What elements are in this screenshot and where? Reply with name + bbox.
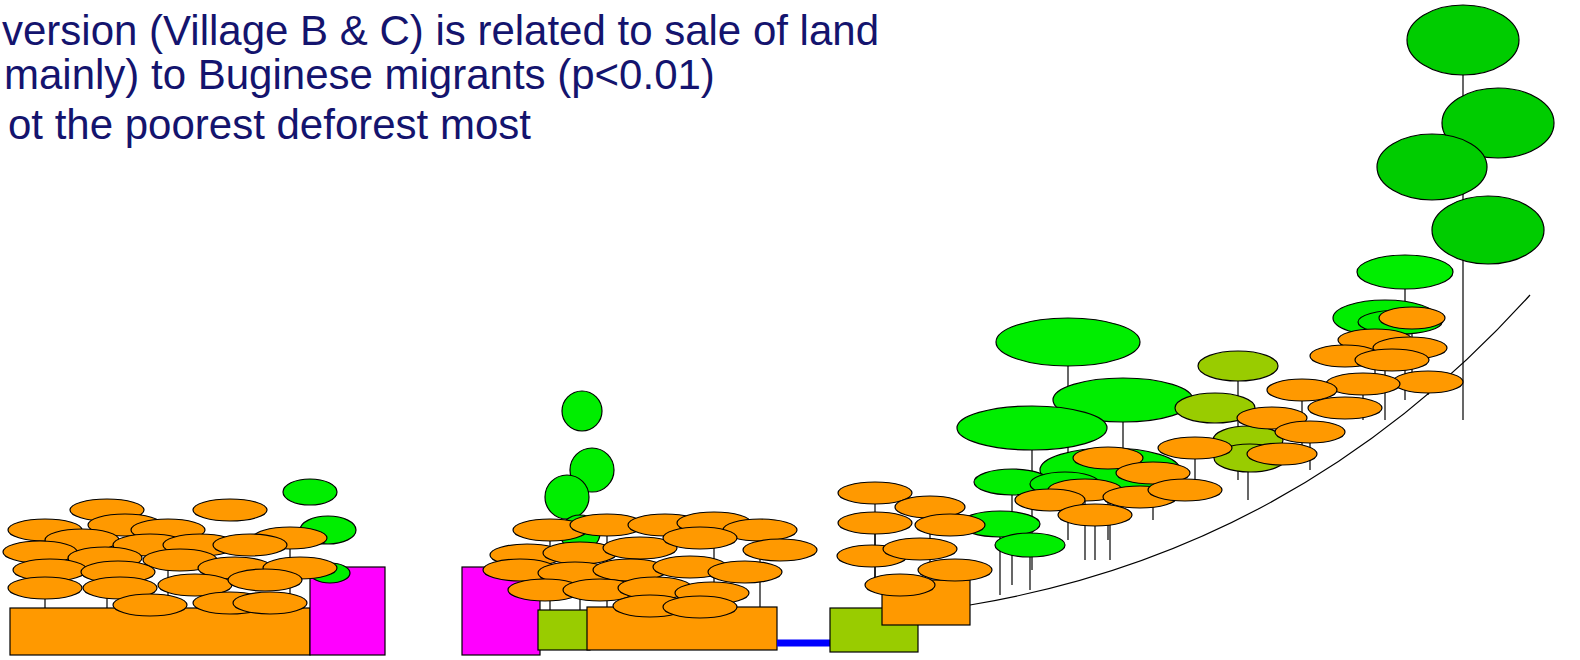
oil-palm-crown: [1355, 349, 1429, 371]
forest-tree-crown: [1198, 351, 1278, 381]
oil-palm-crown: [113, 594, 187, 616]
oil-palm-crown: [708, 561, 782, 583]
oil-palm-crown: [1379, 307, 1445, 329]
oil-palm-crown: [865, 574, 935, 596]
forest-tree-crown: [562, 391, 602, 431]
oil-palm-crown: [1267, 379, 1337, 401]
oil-palm-crown: [1275, 421, 1345, 443]
forest-tree-crown: [1377, 134, 1487, 200]
forest-tree-crown: [1357, 255, 1453, 289]
oil-palm-crown: [883, 538, 957, 560]
oil-palm-crown: [1058, 504, 1132, 526]
oil-palm-crown: [838, 512, 912, 534]
oil-palm-crown: [743, 539, 817, 561]
oil-palm-crown: [663, 596, 737, 618]
forest-tree-crown: [283, 479, 337, 505]
tree-trunks: [45, 272, 1428, 610]
oil-palm-crown: [1158, 437, 1232, 459]
oil-palm-crown: [193, 499, 267, 521]
forest-tree-crown: [1407, 5, 1519, 75]
bullet-text: version (Village B & C) is related to sa…: [2, 8, 879, 54]
oil-palm-crown: [233, 592, 307, 614]
oil-palm-crown: [1247, 443, 1317, 465]
oil-palm-crown: [663, 527, 737, 549]
oil-palm-crown: [213, 534, 287, 556]
forest-tree-crown: [957, 406, 1107, 450]
forest-tree-crown: [995, 533, 1065, 557]
tree-crowns: [3, 5, 1554, 618]
forest-tree-crown: [1432, 196, 1544, 264]
oil-palm-crown: [8, 577, 82, 599]
oil-palm-crown: [1148, 479, 1222, 501]
forest-tree-crown: [545, 475, 589, 519]
oil-palm-crown: [915, 514, 985, 536]
bullet-text: mainly) to Buginese migrants (p<0.01): [4, 52, 715, 98]
hill-slope: [970, 295, 1530, 605]
forest-tree-crown: [996, 318, 1140, 366]
oil-palm-crown: [918, 559, 992, 581]
oil-palm-crown: [228, 569, 302, 591]
oil-palm-crown: [1393, 371, 1463, 393]
oil-palm-crown: [1308, 397, 1382, 419]
agroforest-plot: [538, 610, 590, 650]
road: [777, 640, 833, 647]
bullet-text: ot the poorest deforest most: [8, 102, 531, 148]
